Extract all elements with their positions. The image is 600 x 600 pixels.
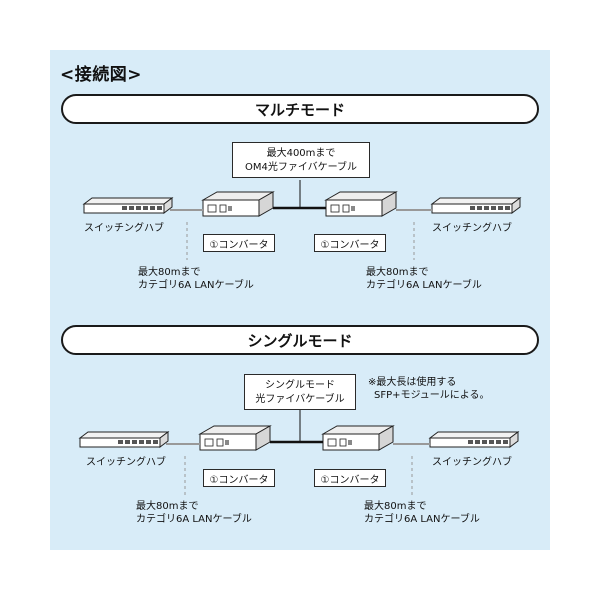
singlemode-converter-right-label: ①コンバータ (314, 469, 386, 487)
multimode-converter-right-label: ①コンバータ (314, 234, 386, 252)
singlemode-switch-right-icon (429, 431, 519, 448)
multimode-converter-right-icon (325, 191, 397, 217)
multimode-lan-left-line1: 最大80mまで (138, 267, 201, 278)
singlemode-cable-label-line2: 光ファイバケーブル (255, 394, 345, 405)
singlemode-lan-right-line1: 最大80mまで (364, 501, 427, 512)
diagram-panel (50, 50, 550, 550)
multimode-cable-label-line2: OM4光ファイバケーブル (244, 162, 358, 173)
multimode-switch-right-label: スイッチングハブ (432, 223, 512, 234)
singlemode-note-line1: ※最大長は使用する (368, 377, 457, 388)
singlemode-lan-left-line1: 最大80mまで (136, 501, 199, 512)
multimode-cable-label-line1: 最大400mまで (266, 148, 336, 159)
singlemode-lan-left-line2: カテゴリ6A LANケーブル (136, 514, 252, 525)
multimode-cable-callout: 最大400mまで OM4光ファイバケーブル (232, 142, 370, 178)
multimode-title: マルチモード (61, 94, 539, 124)
multimode-lan-left-line2: カテゴリ6A LANケーブル (138, 280, 254, 291)
singlemode-cable-label-line1: シングルモード (265, 380, 335, 391)
multimode-switch-right-icon (431, 197, 521, 214)
singlemode-title: シングルモード (61, 325, 539, 355)
singlemode-converter-right-icon (322, 425, 394, 451)
singlemode-converter-left-label: ①コンバータ (203, 469, 275, 487)
multimode-converter-left-icon (202, 191, 274, 217)
multimode-lan-right-line2: カテゴリ6A LANケーブル (366, 280, 482, 291)
singlemode-lan-right-line2: カテゴリ6A LANケーブル (364, 514, 480, 525)
singlemode-note-line2: SFP+モジュールによる。 (374, 390, 490, 401)
multimode-switch-left-label: スイッチングハブ (84, 223, 164, 234)
diagram-heading: <接続図> (60, 65, 142, 85)
singlemode-switch-left-icon (79, 431, 169, 448)
singlemode-converter-left-icon (199, 425, 271, 451)
singlemode-switch-left-label: スイッチングハブ (86, 457, 166, 468)
singlemode-switch-right-label: スイッチングハブ (432, 457, 512, 468)
singlemode-cable-callout: シングルモード 光ファイバケーブル (244, 374, 356, 410)
multimode-lan-right-line1: 最大80mまで (366, 267, 429, 278)
multimode-switch-left-icon (83, 197, 173, 214)
multimode-converter-left-label: ①コンバータ (203, 234, 275, 252)
